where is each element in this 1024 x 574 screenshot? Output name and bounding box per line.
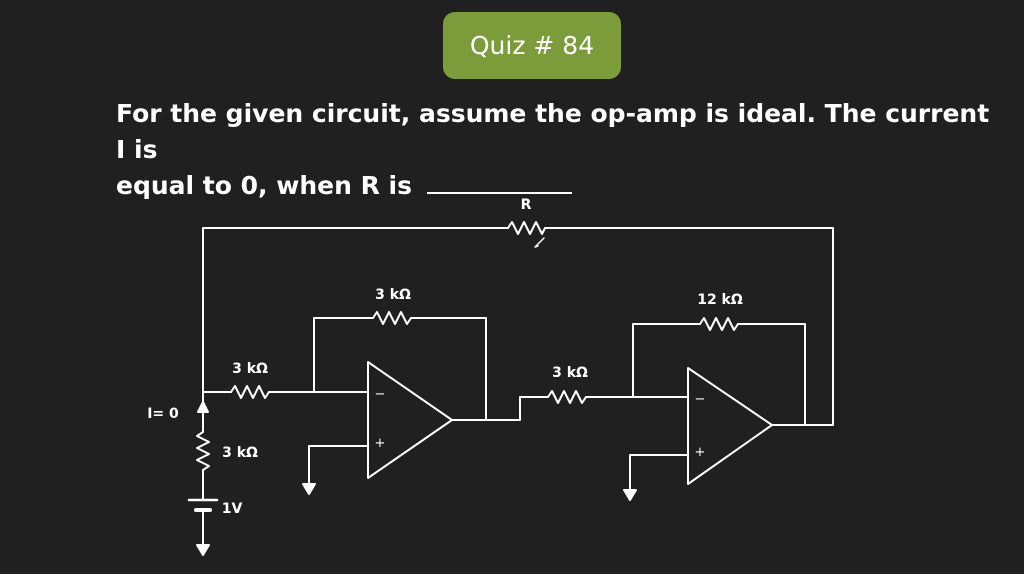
question-line-2: equal to 0, when R is [116, 171, 412, 200]
quiz-badge: Quiz # 84 [443, 12, 621, 79]
resistor-r-label: R [521, 197, 532, 213]
opamp1-feedback-wire-left [313, 317, 374, 393]
interstage-wire-left [485, 396, 549, 421]
resistor-r [507, 221, 546, 235]
opamp2-feedback-wire-left [632, 323, 701, 398]
opamp2-feedback-wire-right [737, 323, 806, 426]
battery-label: 1V [222, 501, 243, 517]
answer-blank [426, 170, 572, 194]
resistor-input-3k-label: 3 kΩ [232, 361, 268, 377]
current-arrow-icon [197, 401, 209, 413]
battery-icon [187, 498, 219, 512]
opamp1-plus-sign: + [375, 436, 386, 451]
pencil-cursor-icon [534, 237, 545, 248]
feedback-loop-wire [202, 227, 834, 426]
resistor-source-3k-label: 3 kΩ [222, 445, 258, 461]
current-label: I= 0 [147, 406, 179, 422]
resistor-opamp2-feedback [699, 317, 739, 331]
question-line-2-wrap: equal to 0, when R is [116, 168, 996, 204]
resistor-opamp2-feedback-label: 12 kΩ [697, 292, 743, 308]
opamp1-ground-wire [308, 445, 369, 485]
ground-arrow-1-icon [302, 483, 316, 495]
resistor-input-3k [230, 385, 270, 399]
ground-arrow-3-icon [196, 544, 210, 556]
resistor-opamp1-feedback [372, 311, 412, 325]
resistor-source-3k [196, 431, 210, 471]
opamp2-minus-sign: − [695, 392, 706, 407]
ground-arrow-2-icon [623, 489, 637, 501]
resistor-opamp1-feedback-label: 3 kΩ [375, 287, 411, 303]
opamp-1 [367, 361, 453, 479]
opamp1-minus-sign: − [375, 387, 386, 402]
question-line-1: For the given circuit, assume the op-amp… [116, 99, 990, 164]
opamp-2 [687, 367, 773, 485]
resistor-interstage-3k [547, 390, 587, 404]
opamp1-feedback-wire-right [410, 317, 487, 421]
opamp2-plus-sign: + [695, 445, 706, 460]
quiz-label: Quiz # 84 [469, 31, 595, 60]
question-text: For the given circuit, assume the op-amp… [116, 96, 996, 204]
opamp2-ground-wire [629, 454, 689, 491]
resistor-interstage-3k-label: 3 kΩ [552, 365, 588, 381]
